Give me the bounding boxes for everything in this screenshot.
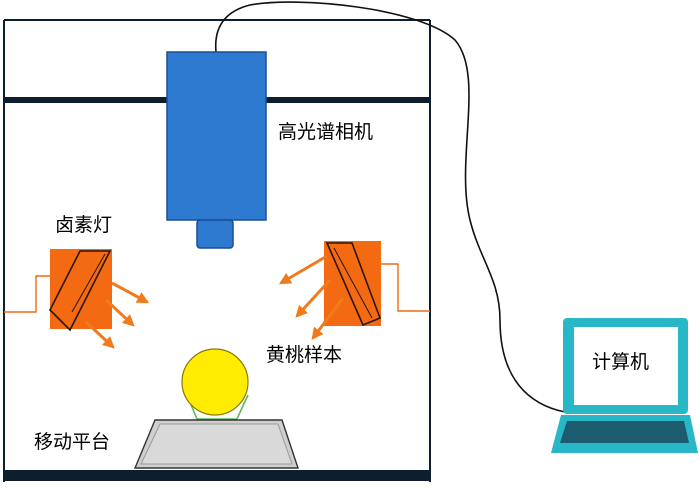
computer-label: 计算机 [592, 351, 650, 373]
stage-label: 移动平台 [34, 431, 111, 453]
laptop-icon [551, 318, 698, 453]
peach-sample-icon [181, 348, 249, 420]
base-plate [4, 470, 430, 481]
halogen-lamp-icon [278, 241, 430, 340]
lamp-label: 卤素灯 [55, 214, 113, 236]
camera-icon [166, 51, 267, 249]
halogen-lamp-icon [4, 249, 150, 349]
sample-label: 黄桃样本 [266, 344, 343, 366]
moving-platform-icon [133, 419, 299, 469]
cable-icon [214, 1, 566, 413]
camera-label: 高光谱相机 [278, 121, 374, 143]
